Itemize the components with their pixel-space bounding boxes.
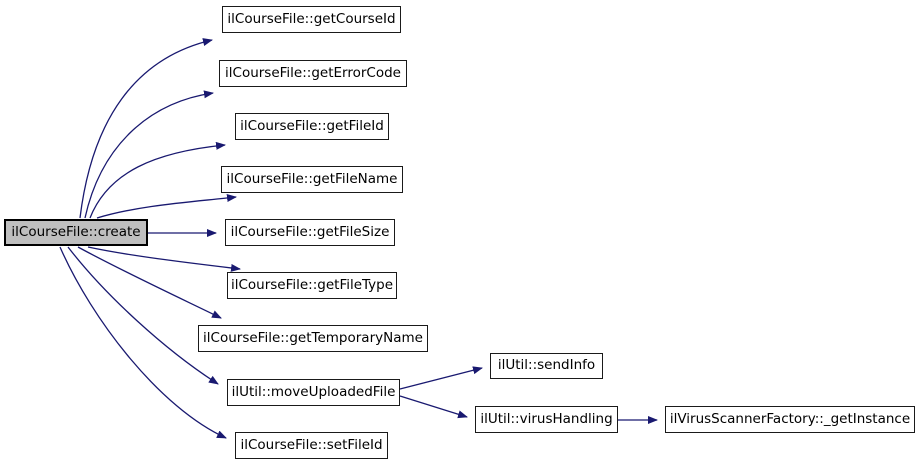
node-getTemporaryName[interactable]: ilCourseFile::getTemporaryName bbox=[198, 325, 428, 352]
node-getFileName[interactable]: ilCourseFile::getFileName bbox=[221, 166, 403, 193]
edge-create-getFileId bbox=[89, 141, 226, 219]
node-moveUploadedFile[interactable]: ilUtil::moveUploadedFile bbox=[227, 379, 400, 406]
node-virusHandling[interactable]: ilUtil::virusHandling bbox=[475, 406, 618, 433]
edge-moveUploadedFile-sendInfo bbox=[399, 366, 483, 390]
node-getFileType[interactable]: ilCourseFile::getFileType bbox=[227, 272, 397, 299]
node-sendInfo[interactable]: ilUtil::sendInfo bbox=[490, 353, 603, 379]
edge-create-getFileName bbox=[96, 194, 237, 219]
node-getCourseId[interactable]: ilCourseFile::getCourseId bbox=[222, 6, 401, 33]
edge-create-getTemporaryName bbox=[77, 246, 222, 319]
node-getFileSize[interactable]: ilCourseFile::getFileSize bbox=[225, 219, 395, 246]
edge-create-getFileType bbox=[87, 246, 241, 272]
edge-create-getErrorCode bbox=[84, 90, 214, 219]
edge-create-moveUploadedFile bbox=[67, 246, 219, 385]
edge-create-setFileId bbox=[59, 246, 227, 439]
node-setFileId[interactable]: ilCourseFile::setFileId bbox=[235, 432, 388, 459]
node-create: ilCourseFile::create bbox=[4, 219, 148, 246]
node-getInstance[interactable]: ilVirusScannerFactory::_getInstance bbox=[665, 406, 915, 433]
edge-moveUploadedFile-virusHandling bbox=[399, 395, 468, 419]
node-getFileId[interactable]: ilCourseFile::getFileId bbox=[235, 113, 389, 140]
edge-create-getCourseId bbox=[79, 38, 213, 219]
node-getErrorCode[interactable]: ilCourseFile::getErrorCode bbox=[219, 60, 407, 87]
